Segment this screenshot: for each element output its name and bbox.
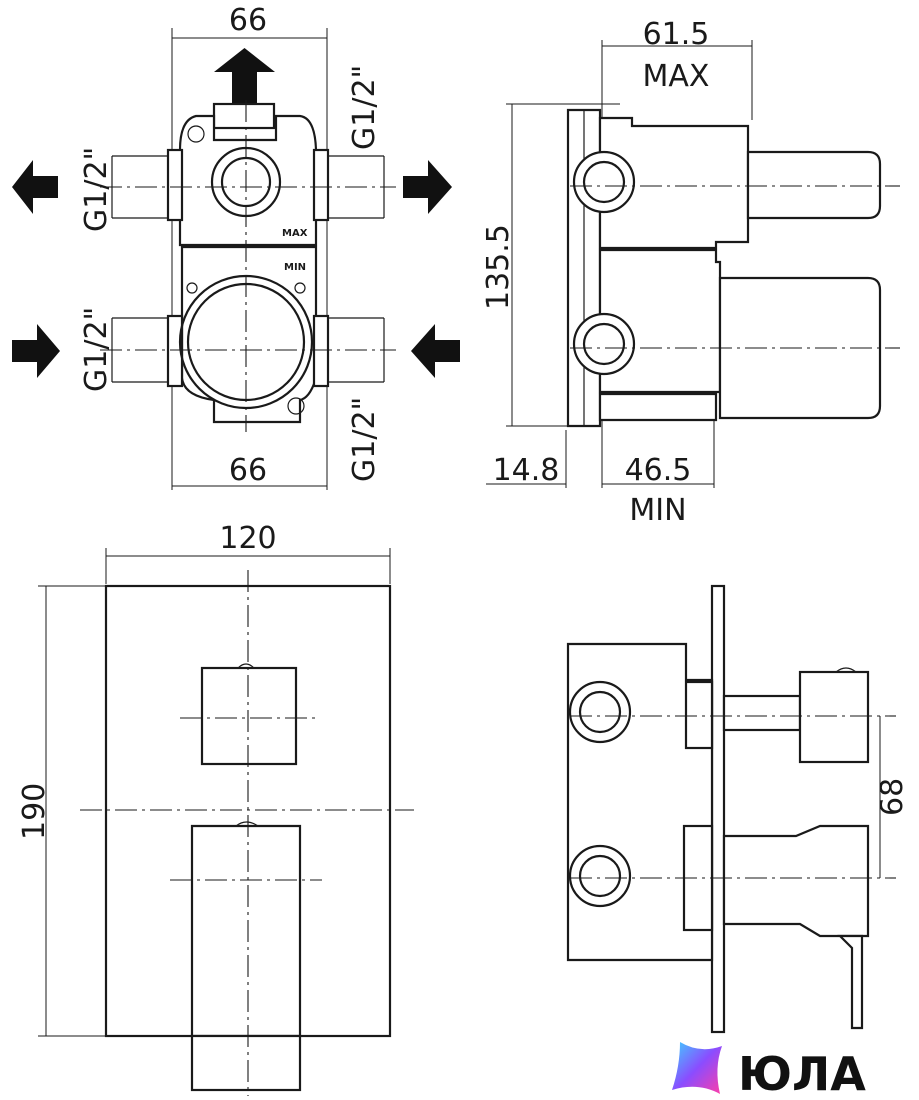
max-stamp: MAX — [282, 228, 308, 239]
logo-star-icon — [672, 1042, 722, 1094]
thread-left-lower-label: G1/2" — [79, 307, 114, 392]
assembly-side-view: 68 — [566, 584, 910, 1034]
thread-bottom-right-label: G1/2" — [347, 397, 382, 482]
min-stamp: MIN — [284, 262, 306, 273]
brand-logo: ЮЛА — [672, 1042, 866, 1100]
label-min: MIN — [629, 493, 686, 528]
dim-plate-height: 190 — [17, 783, 52, 840]
outlet-arrow-up-icon — [214, 48, 275, 104]
inlet-arrow-right-icon — [12, 324, 60, 378]
dim-plate-width: 120 — [219, 521, 276, 556]
thread-top-right-label: G1/2" — [347, 65, 382, 150]
logo-text: ЮЛА — [738, 1047, 866, 1100]
inlet-arrow-left-icon — [411, 324, 460, 378]
dim-top-width: 66 — [229, 3, 267, 38]
dim-axis-distance: 68 — [875, 778, 910, 816]
dim-depth-max: 61.5 — [643, 17, 710, 52]
valve-body-front-view: MAX MIN 66 66 G1/2" G1/2" G1/2" G1/2" — [12, 3, 460, 490]
dim-flange: 14.8 — [493, 453, 560, 488]
valve-body-side-view: 61.5 MAX 135.5 14.8 46.5 MIN — [481, 17, 900, 528]
dim-height-side: 135.5 — [481, 224, 516, 310]
trim-plate-front-view: 120 190 — [17, 521, 414, 1096]
dim-bottom-width: 66 — [229, 453, 267, 488]
outlet-arrow-left-icon — [12, 160, 58, 214]
label-max: MAX — [643, 59, 710, 94]
outlet-arrow-right-icon — [403, 160, 452, 214]
thread-left-upper-label: G1/2" — [79, 147, 114, 232]
dim-depth-min: 46.5 — [625, 453, 692, 488]
